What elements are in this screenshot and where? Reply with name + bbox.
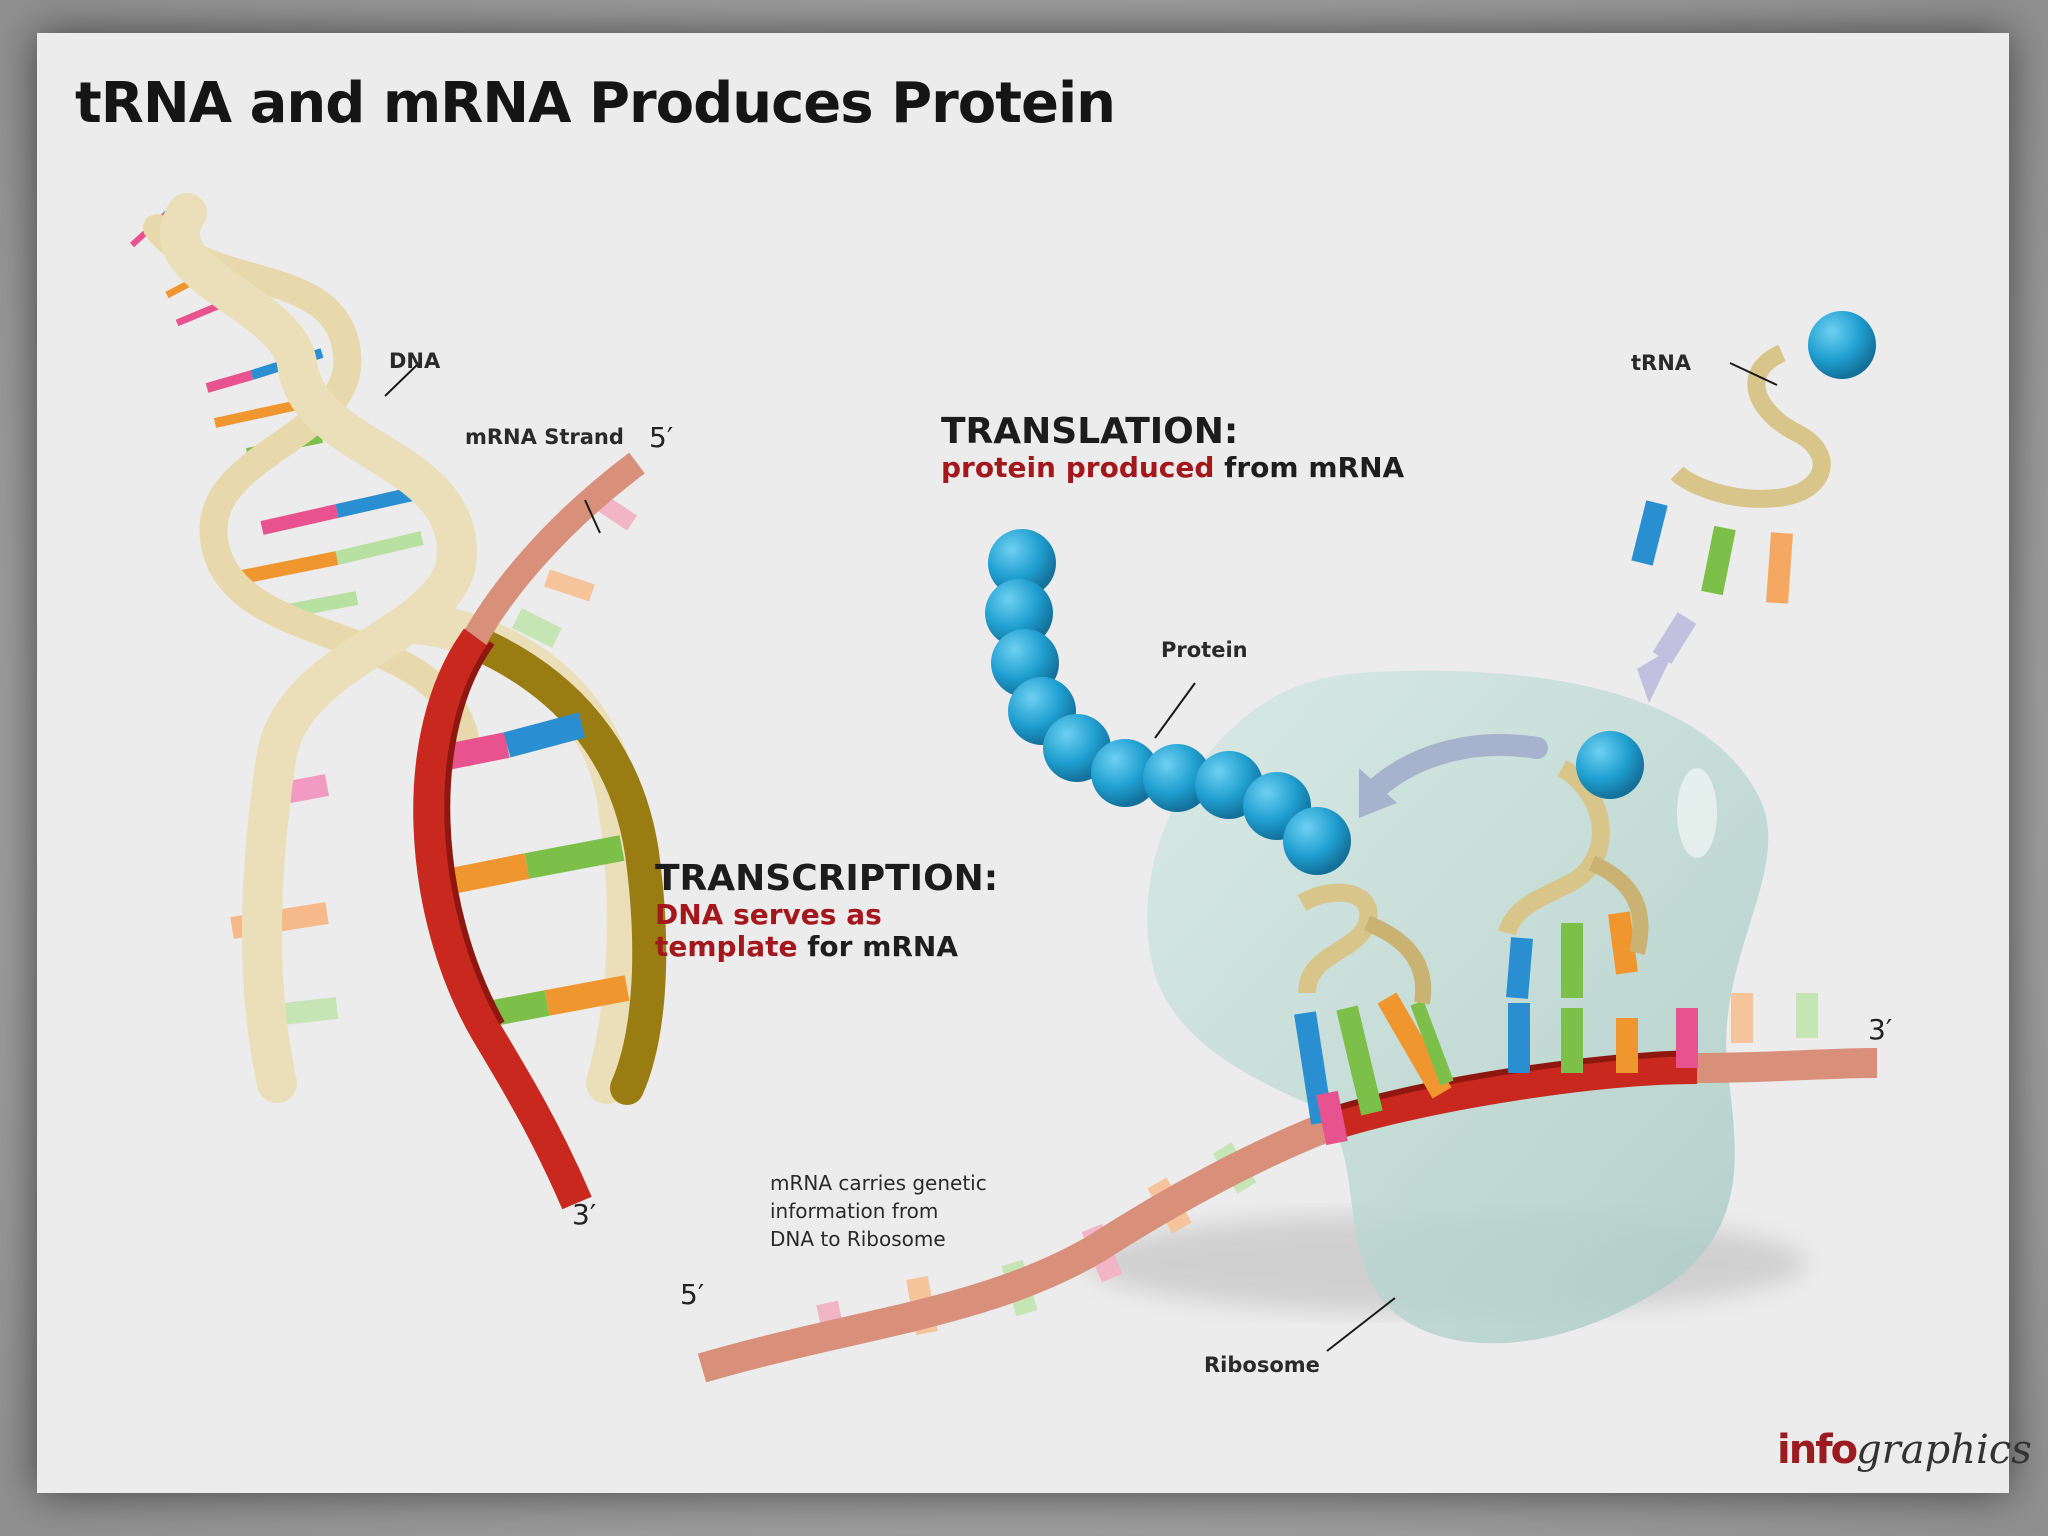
logo-part-info: info bbox=[1777, 1427, 1858, 1473]
infographics-logo: infographics bbox=[1777, 1427, 2032, 1473]
dna-label: DNA bbox=[389, 349, 441, 373]
transcription-block: TRANSCRIPTION: DNA serves as template fo… bbox=[655, 858, 998, 963]
arrowhead-icon bbox=[1359, 768, 1397, 818]
illustration bbox=[129, 193, 1878, 1383]
protein-chain-icon bbox=[985, 529, 1351, 875]
mrna-strand-label: mRNA Strand bbox=[465, 425, 624, 449]
process-arrow-icon bbox=[1366, 733, 1548, 799]
dna-helix bbox=[129, 193, 667, 1105]
infographic-slide: tRNA and mRNA Produces Protein DNA mRNA … bbox=[37, 33, 2032, 1493]
incoming-arrowhead-icon bbox=[1637, 645, 1677, 703]
translation-rest: from mRNA bbox=[1214, 451, 1405, 484]
translation-highlight: protein produced bbox=[941, 451, 1215, 484]
mrna-strand-left bbox=[413, 452, 645, 1210]
caption-line-3: DNA to Ribosome bbox=[770, 1227, 946, 1251]
trna-label: tRNA bbox=[1631, 351, 1692, 375]
page-title: tRNA and mRNA Produces Protein bbox=[75, 71, 1116, 136]
protein-label: Protein bbox=[1161, 638, 1248, 662]
incoming-arrow-icon bbox=[1652, 612, 1697, 664]
mrna-3-prime-left: 3′ bbox=[572, 1198, 597, 1231]
transcription-heading: TRANSCRIPTION: bbox=[655, 858, 999, 899]
mrna-caption: mRNA carries genetic information from DN… bbox=[770, 1169, 987, 1253]
transcription-rest: for mRNA bbox=[797, 930, 959, 963]
mrna-5-prime-top: 5′ bbox=[649, 421, 674, 454]
mrna-3-prime-right: 3′ bbox=[1868, 1013, 1893, 1046]
dna-base-pairs bbox=[129, 200, 562, 1029]
leader-lines bbox=[384, 362, 1778, 1352]
transcription-highlight: template bbox=[655, 930, 798, 963]
logo-part-graphics: graphics bbox=[1856, 1427, 2032, 1473]
mrna-5-prime-bottom: 5′ bbox=[680, 1278, 705, 1311]
translation-heading: TRANSLATION: bbox=[941, 411, 1239, 452]
translation-block: TRANSLATION: protein produced from mRNA bbox=[941, 411, 1404, 484]
mrna-strand-bottom bbox=[697, 993, 1878, 1383]
trna-bound bbox=[1294, 731, 1698, 1146]
trna-molecule bbox=[1631, 311, 1876, 604]
transcription-line1: DNA serves as bbox=[655, 898, 882, 931]
ribosome-label: Ribosome bbox=[1204, 1353, 1320, 1377]
caption-line-2: information from bbox=[770, 1199, 939, 1223]
caption-line-1: mRNA carries genetic bbox=[770, 1171, 987, 1195]
